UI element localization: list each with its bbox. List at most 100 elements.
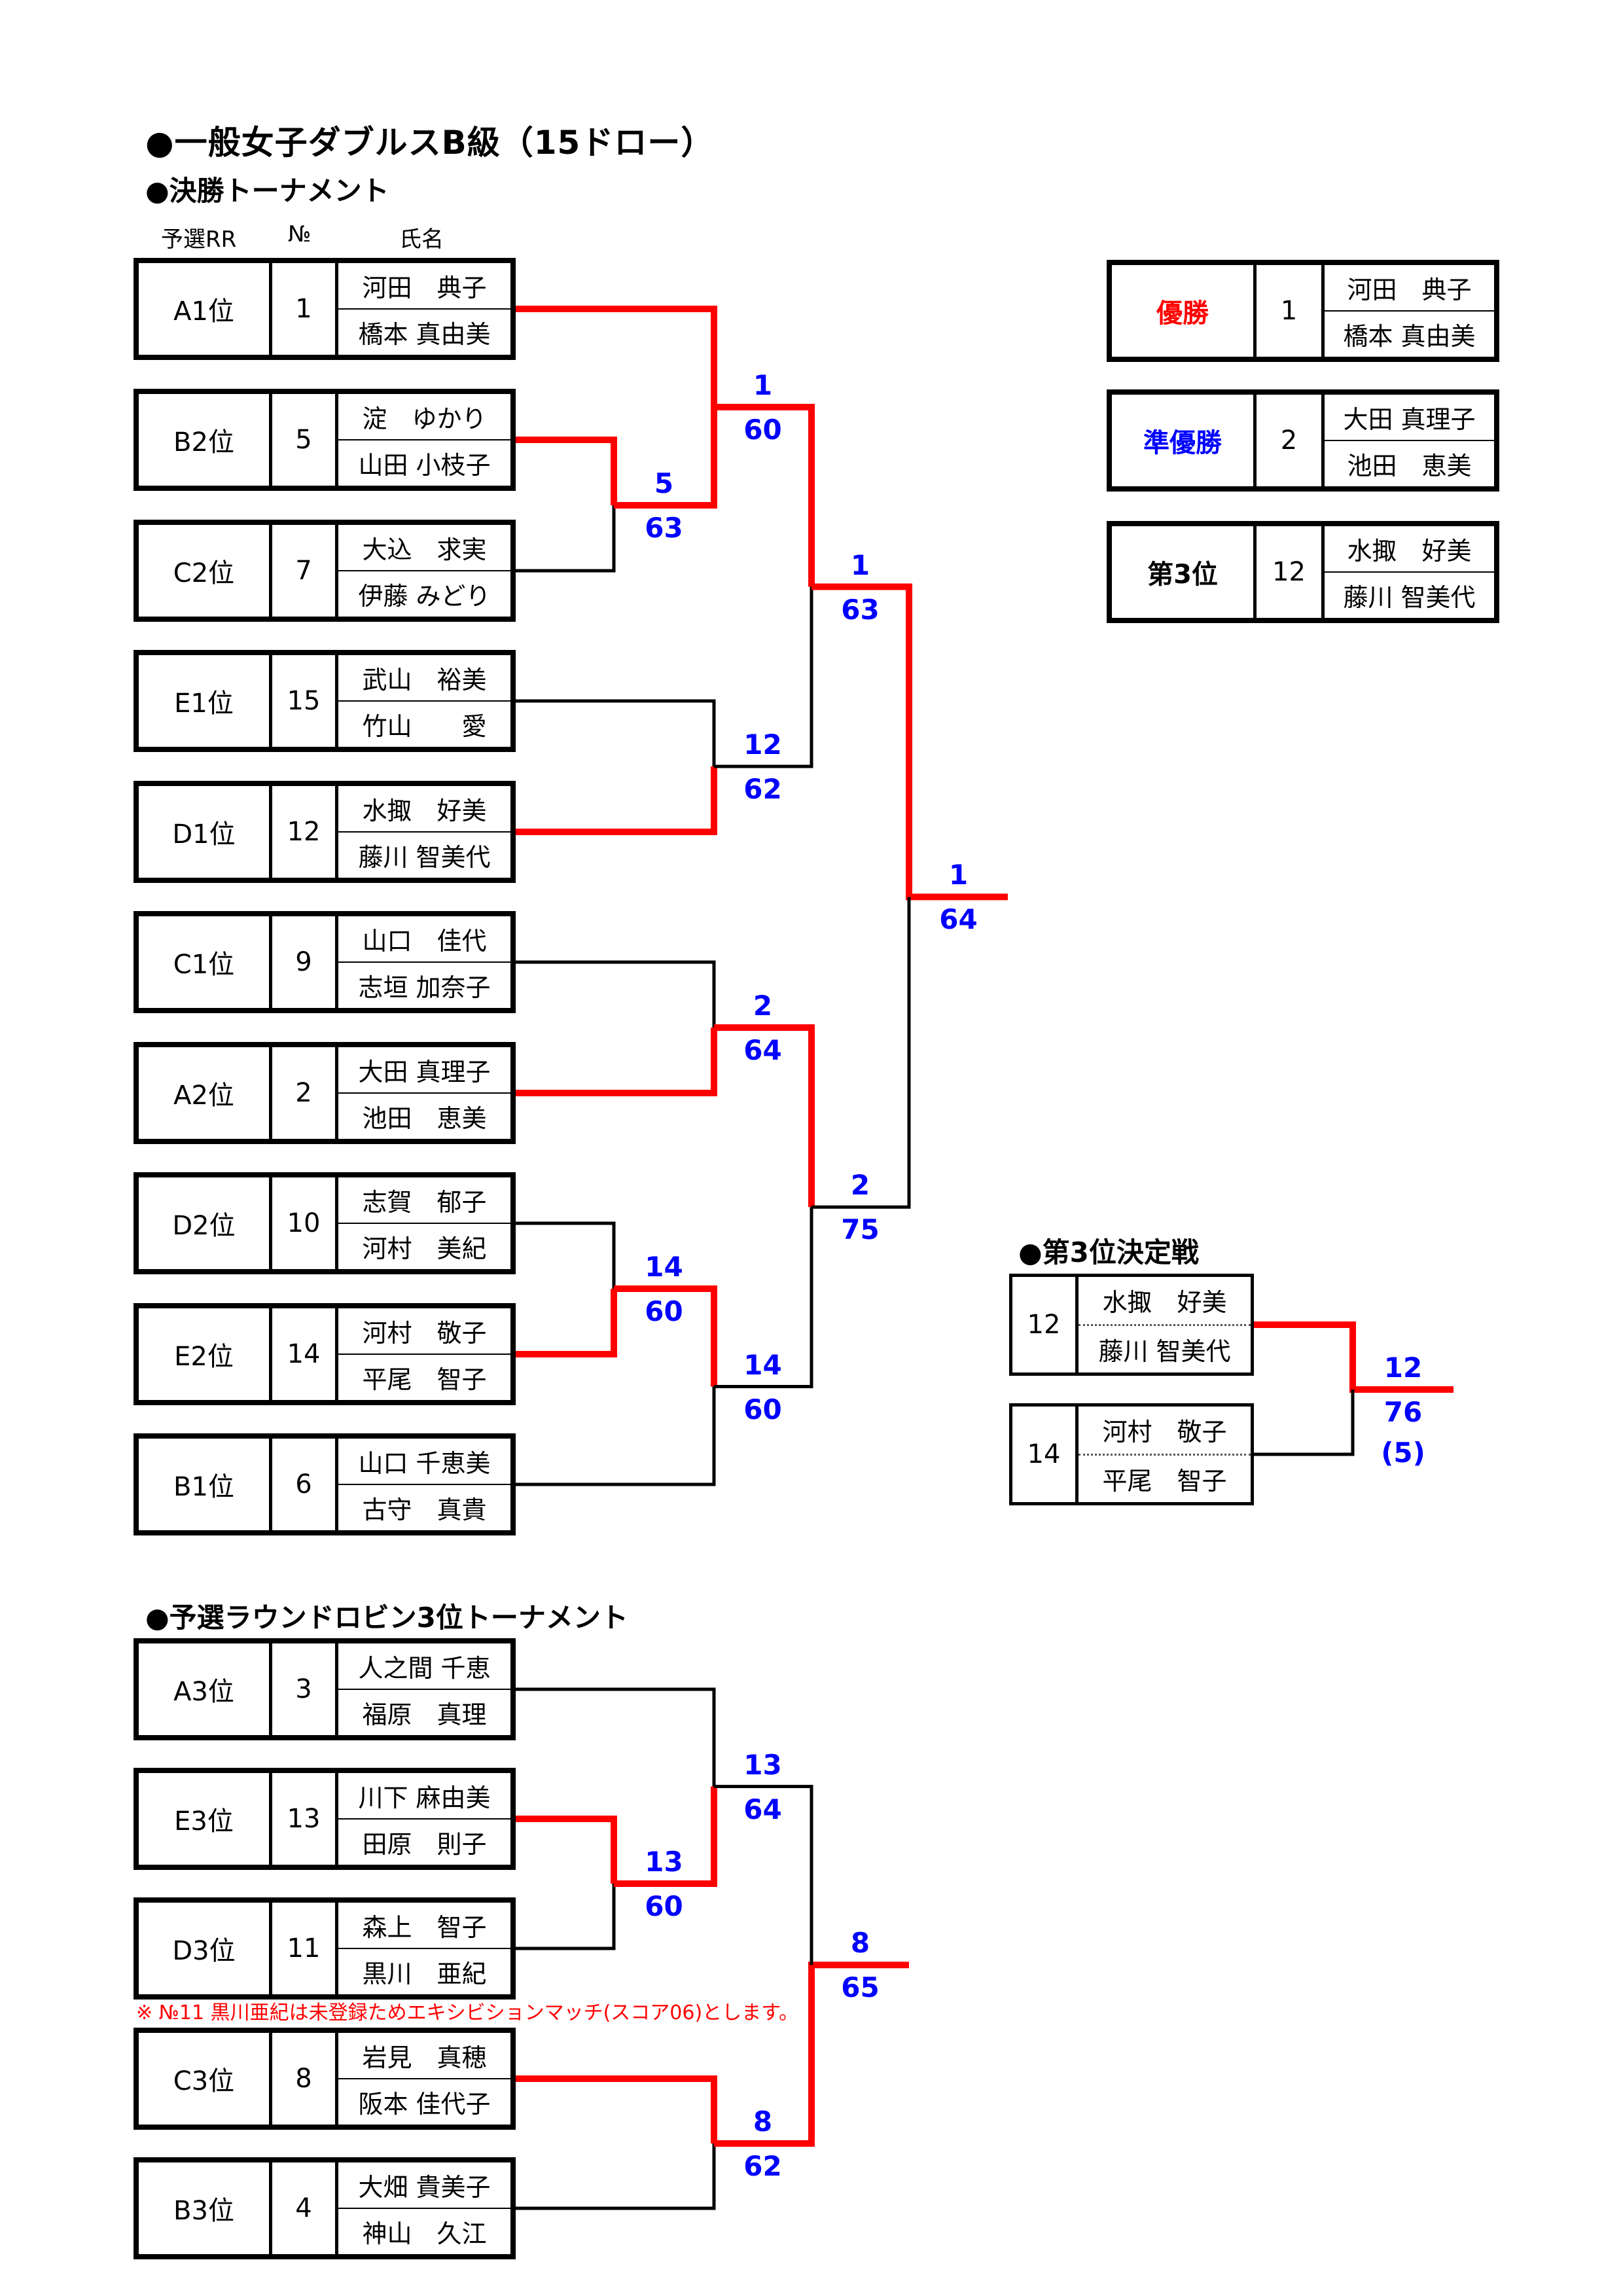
player-name: 大田 真理子 <box>1325 395 1494 441</box>
player-names: 大田 真理子池田 恵美 <box>338 1047 510 1139</box>
entry-number: 13 <box>272 1773 338 1865</box>
seed-cell: C3位 <box>139 2033 272 2125</box>
player-names: 大込 求実伊藤 みどり <box>338 525 510 617</box>
rr3-winner-score: 62 <box>743 2150 782 2182</box>
win-line <box>516 766 717 835</box>
player-name: 藤川 智美代 <box>358 843 491 872</box>
entry-number: 15 <box>272 655 338 747</box>
player-names: 水掫 好美藤川 智美代 <box>338 786 510 878</box>
seed-cell: B2位 <box>139 394 272 486</box>
match-winner: 12 <box>743 728 782 761</box>
third-place-winner-score: 76 <box>1383 1396 1423 1428</box>
player-names: 河村 敬子平尾 智子 <box>338 1308 510 1400</box>
rr3-winner: 8 <box>850 1927 870 1960</box>
rr3-heading: ●予選ラウンドロビン3位トーナメント <box>145 1602 628 1634</box>
player-name: 伊藤 みどり <box>358 582 491 611</box>
entry-number: 12 <box>1012 1277 1079 1372</box>
match-winner: 14 <box>645 1251 683 1283</box>
player-names: 大畑 貴美子神山 久江 <box>338 2162 510 2254</box>
player-names: 志賀 郁子河村 美紀 <box>338 1177 510 1269</box>
player-names: 武山 裕美竹山 愛 <box>338 655 510 747</box>
col-header-name: 氏名 <box>399 226 444 253</box>
lose-line <box>1254 1390 1355 1456</box>
player-name: 山口 千恵美 <box>338 1439 510 1485</box>
player-name: 人之間 千恵 <box>338 1643 510 1690</box>
player-name: 橋本 真由美 <box>1343 322 1476 351</box>
champion-score: 64 <box>939 903 978 936</box>
seed-cell: E3位 <box>139 1773 272 1865</box>
player-name: 水掫 好美 <box>1325 526 1494 573</box>
seed-cell: A1位 <box>139 263 272 355</box>
rr3-winner-score: 65 <box>841 1971 880 2004</box>
entry-number: 11 <box>272 1903 338 1994</box>
player-name: 岩見 真穂 <box>338 2033 510 2079</box>
third-place-heading: ●第3位決定戦 <box>1018 1236 1199 1268</box>
win-line <box>614 407 717 509</box>
player-name: 大田 真理子 <box>338 1047 510 1094</box>
player-name: 福原 真理 <box>362 1700 487 1729</box>
match-winner-score: 63 <box>645 512 683 544</box>
seed-cell: A3位 <box>139 1643 272 1735</box>
player-name: 阪本 佳代子 <box>358 2090 491 2119</box>
result-label: 第3位 <box>1112 526 1257 618</box>
seed-cell: B3位 <box>139 2162 272 2254</box>
lose-line <box>714 1785 813 1965</box>
player-names: 山口 千恵美古守 真貴 <box>338 1439 510 1530</box>
seed-cell: E2位 <box>139 1308 272 1400</box>
player-name: 古守 真貴 <box>362 1496 487 1524</box>
player-name: 川下 麻由美 <box>338 1773 510 1820</box>
player-names: 淀 ゆかり山田 小枝子 <box>338 394 510 486</box>
win-line <box>812 583 1008 901</box>
match-winner: 2 <box>753 990 773 1022</box>
entry-number: 14 <box>1012 1407 1079 1502</box>
player-name: 河村 美紀 <box>362 1234 487 1263</box>
player-name: 黒川 亜紀 <box>362 1960 487 1988</box>
player-name: 河田 典子 <box>338 263 510 310</box>
player-name: 平尾 智子 <box>362 1365 487 1394</box>
champion: 1 <box>948 859 969 891</box>
seed-cell: C2位 <box>139 525 272 617</box>
player-name: 武山 裕美 <box>338 655 510 702</box>
entry-number: 6 <box>272 1439 338 1530</box>
entry-number: 2 <box>272 1047 338 1139</box>
player-names: 人之間 千恵福原 真理 <box>338 1643 510 1735</box>
rr3-winner: 13 <box>645 1846 683 1878</box>
third-place-winner-tiebreak: (5) <box>1381 1437 1425 1469</box>
lose-line <box>516 1386 716 1486</box>
match-winner-score: 60 <box>743 1393 782 1426</box>
rr3-winner-score: 64 <box>743 1793 782 1825</box>
match-winner: 2 <box>850 1169 870 1202</box>
match-winner-score: 63 <box>841 593 880 626</box>
seed-cell: C1位 <box>139 916 272 1008</box>
lose-line <box>516 1687 716 1787</box>
match-winner-score: 64 <box>743 1034 782 1066</box>
win-line <box>714 1024 815 1208</box>
player-names: 大田 真理子池田 恵美 <box>1325 395 1494 486</box>
player-name: 竹山 愛 <box>362 712 487 741</box>
entry-number: 8 <box>272 2033 338 2125</box>
player-name: 淀 ゆかり <box>338 394 510 440</box>
lose-line <box>812 897 911 1209</box>
entry-number: 1 <box>272 263 338 355</box>
match-winner-score: 75 <box>841 1213 880 1246</box>
player-name: 志賀 郁子 <box>338 1177 510 1224</box>
entry-number: 14 <box>272 1308 338 1400</box>
win-line <box>714 404 815 587</box>
lose-line <box>516 1221 616 1289</box>
player-name: 河村 敬子 <box>338 1308 510 1355</box>
seed-cell: D3位 <box>139 1903 272 1994</box>
player-names: 河村 敬子平尾 智子 <box>1079 1407 1251 1502</box>
player-name: 山田 小枝子 <box>358 451 491 480</box>
player-name: 平尾 智子 <box>1102 1466 1227 1496</box>
lose-line <box>516 960 716 1028</box>
entry-number: 9 <box>272 916 338 1008</box>
